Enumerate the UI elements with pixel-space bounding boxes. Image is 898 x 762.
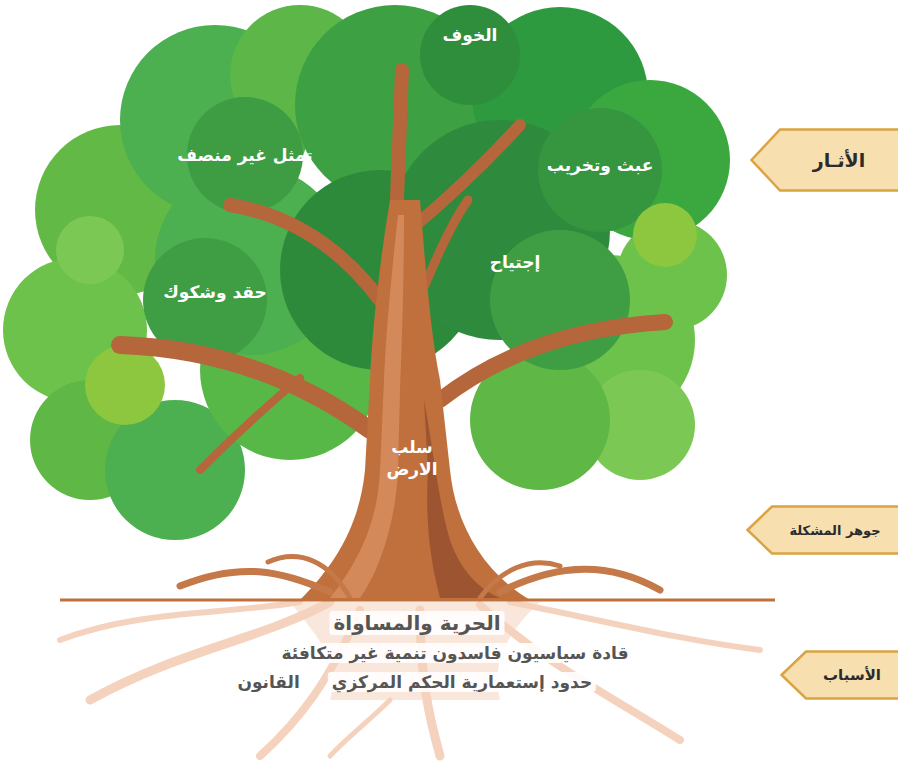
branch [440, 322, 665, 400]
cause-label: القانون [233, 672, 303, 692]
arrow-outline [782, 652, 898, 699]
root [180, 571, 330, 592]
tree-label: تمثل غير منصف [177, 145, 312, 165]
arrow-outline [752, 130, 898, 191]
root [268, 557, 350, 598]
stage-label: الأثـار [813, 149, 865, 171]
foliage-highlight [633, 203, 697, 267]
foliage-clump [420, 5, 520, 105]
arrow-outline [748, 507, 898, 554]
root [60, 602, 300, 640]
root [330, 700, 390, 756]
foliage-highlight [85, 345, 165, 425]
root [500, 569, 660, 592]
trunk-shade [424, 400, 500, 598]
branch [410, 125, 520, 230]
branch [120, 345, 370, 430]
tree-label: عبث وتخريب [547, 155, 654, 175]
branch [200, 378, 300, 470]
tree-label: سلب الارض [381, 436, 443, 480]
ground-line [60, 599, 775, 602]
tree-label: حقد وشكوك [163, 282, 267, 302]
foliage-highlight [56, 216, 124, 284]
stage-arrow: الأسباب [780, 650, 898, 700]
underground-roots [60, 602, 760, 756]
tree-label: إجتياح [490, 252, 541, 272]
stage-label: جوهر المشكلة [789, 523, 880, 538]
trunk-highlight [330, 215, 404, 598]
tree-label: الخوف [443, 25, 498, 45]
branch [425, 200, 468, 285]
cause-label: قادة سياسيون فاسدون تنمية غير متكافئة [277, 643, 632, 663]
cause-label: الحرية والمساواة [330, 611, 505, 635]
stage-label: الأسباب [823, 666, 881, 684]
stage-arrow: الأثـار [750, 128, 898, 192]
cause-label: حدود إستعمارية الحكم المركزي [328, 672, 596, 692]
surface-roots [180, 557, 660, 598]
stage-arrow: جوهر المشكلة [746, 505, 898, 555]
root [480, 563, 560, 598]
